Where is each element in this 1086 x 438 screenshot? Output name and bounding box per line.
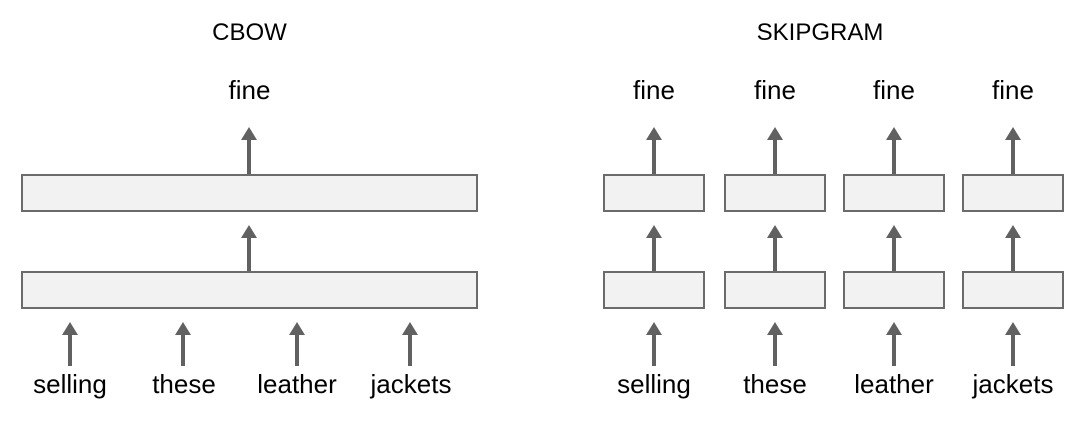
arrow-up-icon — [886, 212, 902, 271]
arrow-head — [767, 309, 783, 335]
arrow-stem — [1011, 238, 1015, 271]
arrow-stem — [892, 140, 896, 174]
skipgram-output-word: fine — [873, 75, 915, 105]
arrow-head — [402, 309, 418, 335]
arrow-stem — [773, 238, 777, 271]
skipgram-input-word: selling — [617, 369, 691, 399]
cbow-input-word: these — [152, 369, 216, 399]
arrow-stem — [247, 238, 251, 271]
skipgram-input-layer-box — [603, 271, 705, 309]
cbow-input-word: jackets — [370, 369, 452, 399]
skipgram-output-layer-box — [603, 174, 705, 212]
arrow-stem — [408, 335, 412, 366]
arrow-stem — [68, 335, 72, 366]
skipgram-input-layer-box — [843, 271, 945, 309]
arrow-stem — [892, 238, 896, 271]
arrow-stem — [892, 335, 896, 366]
arrow-up-icon — [1005, 309, 1021, 366]
arrow-stem — [652, 335, 656, 366]
skipgram-input-word: jackets — [972, 369, 1054, 399]
arrow-up-icon — [241, 212, 257, 271]
arrow-stem — [652, 238, 656, 271]
cbow-input-word: leather — [257, 369, 337, 399]
arrow-up-icon — [886, 114, 902, 174]
arrow-up-icon — [62, 309, 78, 366]
arrow-stem — [181, 335, 185, 366]
arrow-head — [646, 212, 662, 238]
arrow-up-icon — [886, 309, 902, 366]
arrow-up-icon — [175, 309, 191, 366]
arrow-head — [646, 309, 662, 335]
arrow-up-icon — [646, 114, 662, 174]
arrow-stem — [1011, 335, 1015, 366]
arrow-head — [886, 212, 902, 238]
arrow-up-icon — [241, 114, 257, 174]
cbow-input-word: selling — [33, 369, 107, 399]
arrow-up-icon — [767, 114, 783, 174]
skipgram-output-word: fine — [633, 75, 675, 105]
cbow-output-layer-box — [21, 174, 478, 212]
arrow-stem — [773, 140, 777, 174]
arrow-head — [289, 309, 305, 335]
cbow-input-layer-box — [21, 271, 478, 309]
skipgram-output-word: fine — [992, 75, 1034, 105]
skipgram-output-layer-box — [724, 174, 826, 212]
arrow-up-icon — [646, 212, 662, 271]
arrow-head — [646, 114, 662, 140]
arrow-head — [175, 309, 191, 335]
arrow-up-icon — [767, 212, 783, 271]
arrow-up-icon — [1005, 114, 1021, 174]
arrow-head — [886, 114, 902, 140]
arrow-stem — [652, 140, 656, 174]
skipgram-title: SKIPGRAM — [756, 19, 884, 46]
arrow-head — [1005, 212, 1021, 238]
arrow-head — [241, 114, 257, 140]
arrow-head — [767, 114, 783, 140]
arrow-head — [62, 309, 78, 335]
arrow-up-icon — [289, 309, 305, 366]
skipgram-output-layer-box — [962, 174, 1064, 212]
arrow-stem — [773, 335, 777, 366]
skipgram-input-word: these — [743, 369, 807, 399]
arrow-stem — [295, 335, 299, 366]
arrow-head — [241, 212, 257, 238]
skipgram-input-word: leather — [854, 369, 934, 399]
arrow-stem — [247, 140, 251, 174]
arrow-head — [886, 309, 902, 335]
skipgram-input-layer-box — [724, 271, 826, 309]
skipgram-input-layer-box — [962, 271, 1064, 309]
arrow-stem — [1011, 140, 1015, 174]
skipgram-output-layer-box — [843, 174, 945, 212]
arrow-up-icon — [646, 309, 662, 366]
cbow-output-word: fine — [228, 75, 271, 105]
arrow-up-icon — [402, 309, 418, 366]
cbow-title: CBOW — [212, 19, 287, 46]
skipgram-output-word: fine — [754, 75, 796, 105]
arrow-head — [1005, 309, 1021, 335]
arrow-up-icon — [1005, 212, 1021, 271]
arrow-head — [767, 212, 783, 238]
arrow-head — [1005, 114, 1021, 140]
arrow-up-icon — [767, 309, 783, 366]
